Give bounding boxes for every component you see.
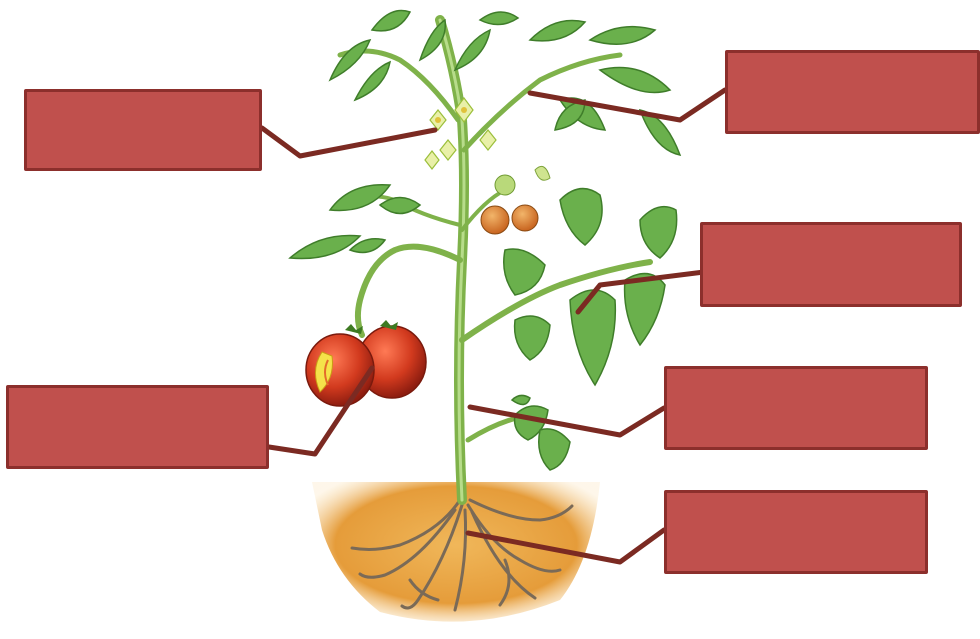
stem (340, 20, 650, 500)
label-box-leaf-top[interactable] (725, 50, 980, 134)
label-box-root[interactable] (664, 490, 928, 574)
label-box-flower[interactable] (24, 89, 262, 171)
label-box-leaf[interactable] (700, 222, 962, 307)
leader-line-stem (470, 407, 664, 435)
label-box-stem[interactable] (664, 366, 928, 450)
leader-line-flower (262, 128, 435, 156)
tomato-fruit (306, 320, 426, 406)
label-box-fruit[interactable] (6, 385, 269, 469)
leader-line-leaf-top (530, 90, 725, 120)
